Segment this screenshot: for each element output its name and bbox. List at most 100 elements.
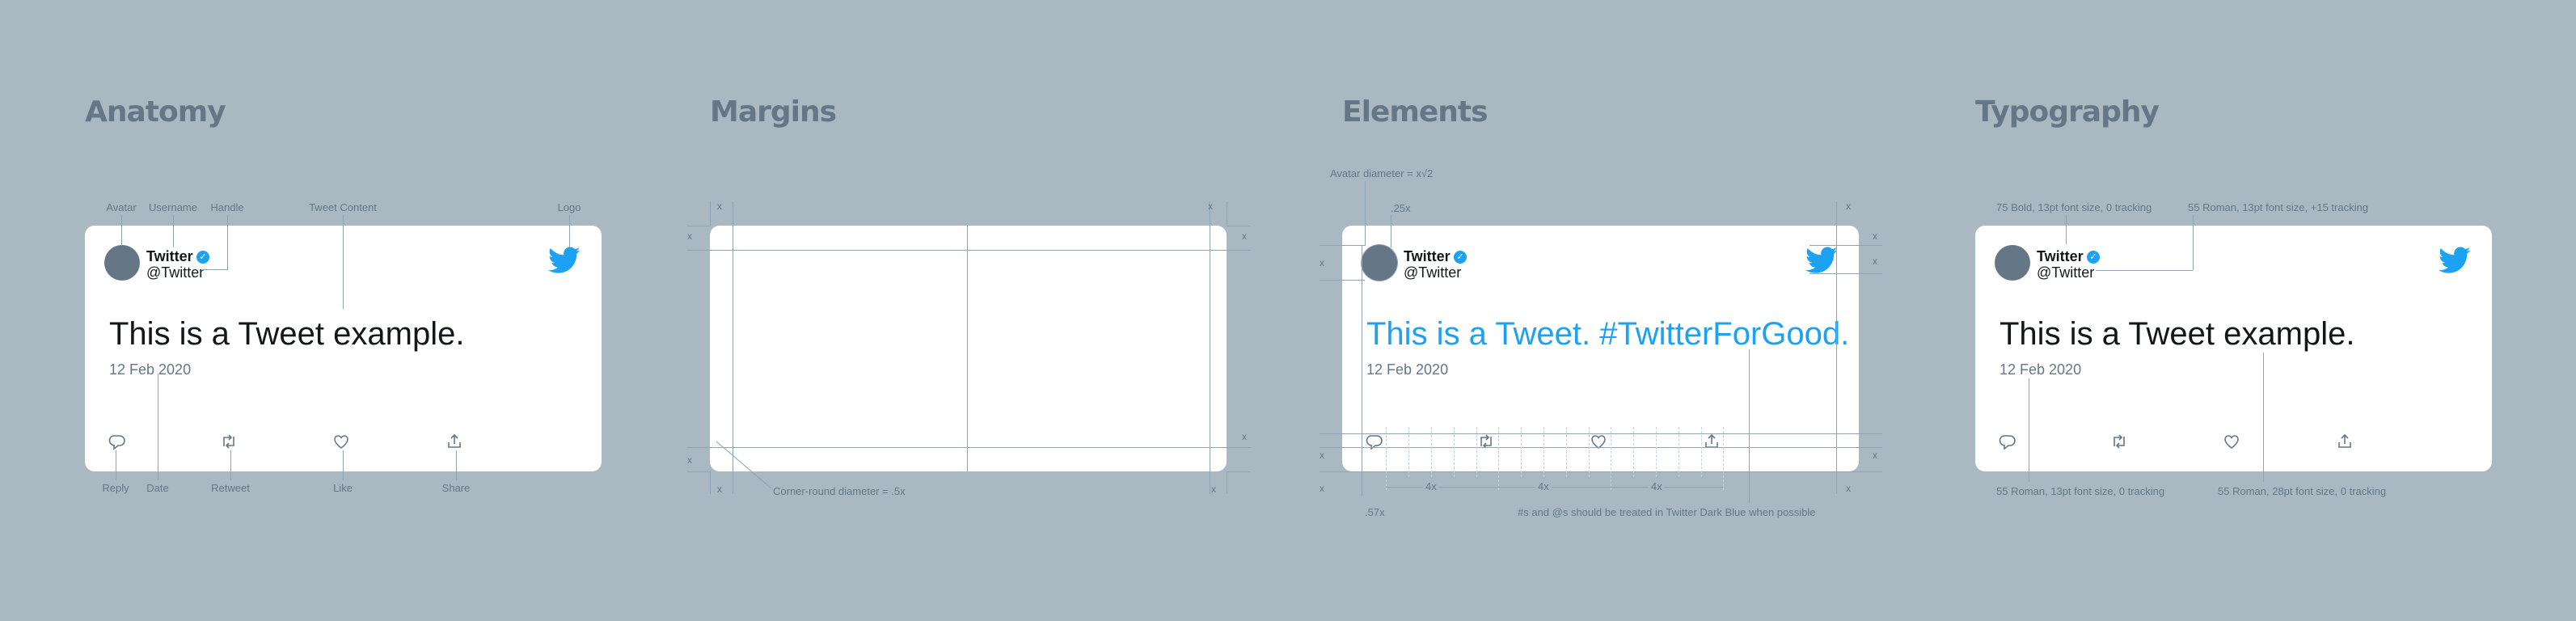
x-mark: x — [1873, 256, 1877, 267]
leader-logo — [569, 215, 570, 247]
x-mark: x — [717, 201, 722, 212]
spacing-guide — [1498, 427, 1499, 490]
x-mark: x — [1320, 257, 1324, 268]
label-4x: 4x — [1535, 480, 1552, 492]
x-mark: x — [687, 230, 692, 242]
x-mark: x — [1242, 431, 1247, 442]
leader-avatar-diameter — [1365, 181, 1366, 246]
tweet-text: This is a Tweet example. — [109, 316, 465, 352]
guide-logo-bottom — [1810, 273, 1882, 274]
guide-logo-top — [1810, 245, 1882, 246]
handle: @Twitter — [2037, 264, 2095, 281]
tweet-date: 12 Feb 2020 — [109, 361, 192, 378]
tick-bottom-right — [1227, 471, 1251, 472]
x-mark: x — [1320, 450, 1324, 461]
x-mark: x — [1208, 201, 1213, 212]
label-username: Username — [149, 201, 197, 213]
spacing-guide — [1723, 427, 1724, 490]
tweet-card-typography: Twitter ✓ @Twitter This is a Tweet examp… — [1975, 226, 2492, 471]
twitter-bird-icon — [1805, 247, 1838, 274]
share-icon[interactable] — [2336, 433, 2354, 450]
twitter-bird-icon — [548, 247, 581, 274]
corner-leader — [716, 441, 772, 489]
x-mark: x — [1873, 230, 1877, 242]
label-reply: Reply — [102, 482, 129, 494]
verified-badge-icon: ✓ — [2087, 251, 2100, 264]
guide-bottom — [687, 447, 1251, 448]
guide-avatar-bottom — [1320, 280, 1365, 281]
reply-icon[interactable] — [1998, 433, 2016, 450]
label-corner-round: Corner-round diameter = .5x — [773, 485, 906, 497]
section-title-anatomy: Anatomy — [85, 95, 226, 129]
leader-color-note — [1749, 349, 1750, 503]
label-quarter-x: .25x — [1391, 202, 1411, 214]
spacing-guide — [1589, 427, 1590, 477]
spacing-guide — [1476, 427, 1477, 477]
x-mark: x — [1846, 201, 1851, 212]
handle: @Twitter — [1404, 264, 1462, 281]
label-4x: 4x — [1649, 480, 1665, 492]
verified-badge-icon: ✓ — [1454, 251, 1467, 264]
tweet-date: 12 Feb 2020 — [2000, 361, 2082, 378]
x-mark: x — [1242, 230, 1247, 242]
retweet-icon[interactable] — [220, 433, 238, 450]
like-icon[interactable] — [2223, 433, 2240, 450]
label-avatar-diameter: Avatar diameter = x√2 — [1330, 167, 1434, 180]
username: Twitter — [146, 248, 193, 264]
verified-badge-icon: ✓ — [196, 251, 209, 264]
spacing-guide — [1543, 427, 1544, 477]
spacing-guide — [1408, 427, 1409, 477]
spacing-guide — [1431, 427, 1432, 477]
label-like: Like — [333, 482, 353, 494]
spacing-guide — [1656, 427, 1657, 477]
tweet-text: This is a Tweet example. — [2000, 316, 2355, 352]
label-logo: Logo — [557, 201, 581, 213]
guide-actions-baseline — [1320, 447, 1882, 448]
username: Twitter — [2037, 248, 2084, 264]
reply-icon[interactable] — [108, 433, 125, 450]
leader-tweet-content — [343, 215, 344, 309]
leader-roman-body-spec — [2263, 353, 2264, 482]
spacing-guide — [1454, 427, 1455, 477]
avatar — [104, 245, 140, 281]
label-bold-spec: 75 Bold, 13pt font size, 0 tracking — [1996, 201, 2152, 213]
x-mark: x — [1320, 483, 1324, 494]
spacing-guide — [1701, 427, 1702, 477]
tick-left-bottom — [710, 471, 711, 494]
leader-like — [343, 450, 344, 480]
label-color-note: #s and @s should be treated in Twitter D… — [1518, 506, 1816, 518]
x-mark: x — [1846, 483, 1851, 494]
label-roman-body-spec: 55 Roman, 28pt font size, 0 tracking — [2218, 485, 2387, 497]
tweet-date: 12 Feb 2020 — [1366, 361, 1449, 378]
spacing-guide — [1566, 427, 1567, 477]
retweet-icon[interactable] — [2110, 433, 2128, 450]
twitter-bird-icon — [2439, 247, 2471, 274]
leader-share — [456, 450, 457, 480]
leader-handle-h — [202, 269, 227, 270]
guide-avatar-top — [1320, 245, 1365, 246]
leader-username — [173, 215, 174, 247]
avatar — [1995, 245, 2030, 281]
username: Twitter — [1404, 248, 1451, 264]
leader-bold-spec — [2066, 215, 2067, 244]
section-title-elements: Elements — [1342, 95, 1489, 129]
leader-retweet — [230, 450, 231, 480]
x-mark: x — [717, 484, 722, 495]
share-icon[interactable] — [446, 433, 463, 450]
x-mark: x — [1873, 450, 1877, 461]
label-4x: 4x — [1423, 480, 1439, 492]
label-handle: Handle — [210, 201, 244, 213]
x-mark: x — [1211, 484, 1216, 495]
handle: @Twitter — [146, 264, 205, 281]
label-avatar: Avatar — [106, 201, 137, 213]
guide-top — [687, 250, 1251, 251]
guide-actions-top — [1320, 433, 1882, 434]
label-tweet-content: Tweet Content — [309, 201, 377, 213]
dimension-line — [1386, 487, 1723, 488]
like-icon[interactable] — [332, 433, 350, 450]
leader-handle — [227, 215, 228, 270]
avatar — [1362, 245, 1397, 281]
guide-center — [967, 226, 968, 471]
guide-card-bottom — [1320, 471, 1882, 472]
section-title-margins: Margins — [710, 95, 837, 129]
